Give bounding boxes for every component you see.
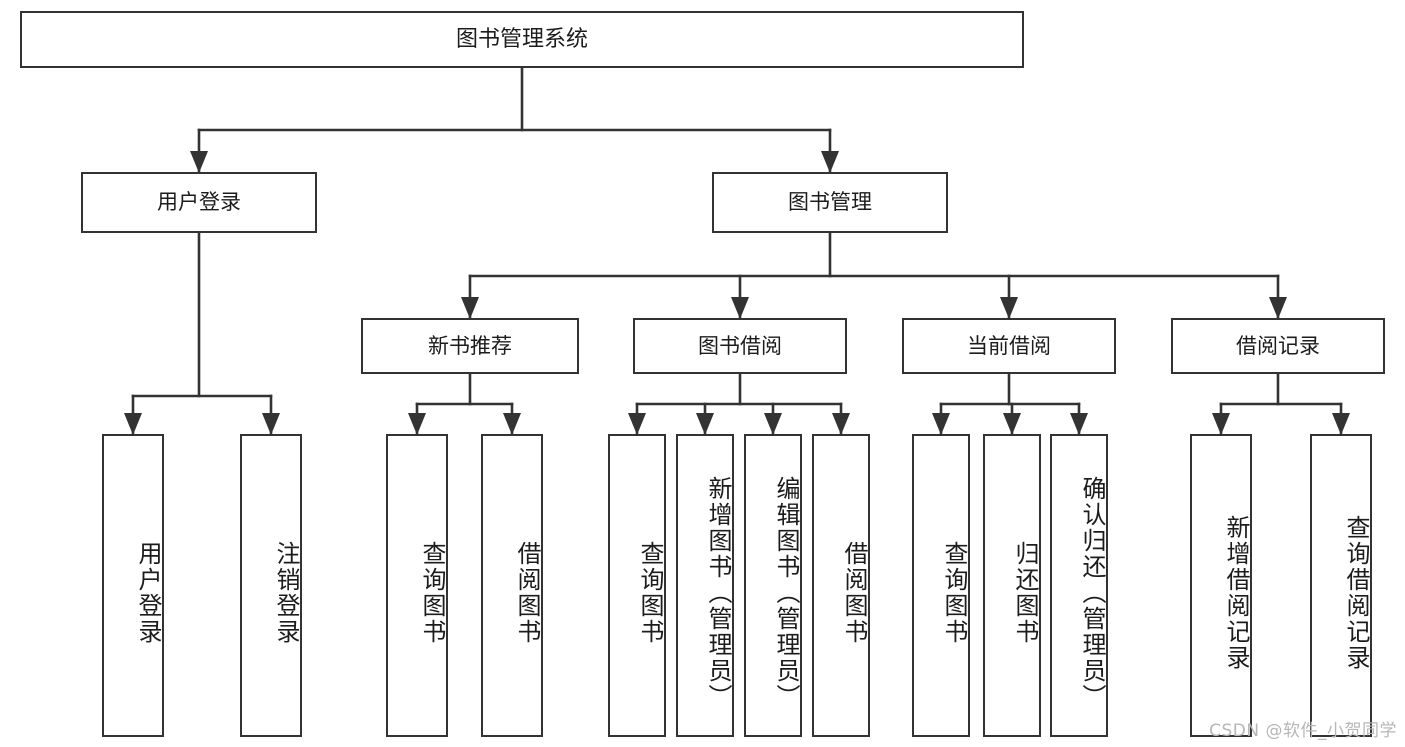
edge-arrowhead (1070, 413, 1088, 435)
watermark-label: CSDN @软件_小贺同学 (1209, 721, 1397, 741)
node-label: 图书管理系统 (455, 26, 588, 52)
node-label: 当前借阅 (967, 333, 1051, 358)
node-label: 用户登录 (157, 190, 241, 215)
node-label: 查询图书 (940, 540, 968, 645)
node-label: 查询图书 (636, 540, 664, 645)
edge-arrowhead (1003, 413, 1021, 435)
node-records[interactable]: 借阅记录 (1171, 318, 1385, 374)
edge-arrowhead (1332, 413, 1350, 435)
node-leaf_new_2[interactable]: 借阅图书 (481, 434, 543, 737)
node-leaf_login_1[interactable]: 用户登录 (102, 434, 164, 737)
edge-arrowhead (1269, 297, 1287, 319)
node-leaf_rec_1[interactable]: 新增借阅记录 (1190, 434, 1252, 737)
edge-arrowhead (190, 151, 208, 173)
node-borrow[interactable]: 图书借阅 (633, 318, 847, 374)
node-bookmgmt[interactable]: 图书管理 (712, 172, 948, 233)
node-label: 新书推荐 (428, 333, 512, 358)
node-label: 注销登录 (272, 540, 300, 645)
node-label: 图书管理 (788, 190, 872, 215)
node-leaf_cur_1[interactable]: 查询图书 (912, 434, 970, 737)
node-leaf_bor_3[interactable]: 编辑图书（管理员） (744, 434, 802, 737)
node-label: 新增图书（管理员） (704, 475, 732, 710)
node-label: 借阅记录 (1236, 333, 1320, 358)
edge-arrowhead (262, 413, 280, 435)
edge-arrowhead (932, 413, 950, 435)
node-current[interactable]: 当前借阅 (902, 318, 1116, 374)
node-leaf_bor_2[interactable]: 新增图书（管理员） (676, 434, 734, 737)
edge-arrowhead (731, 297, 749, 319)
edge-arrowhead (1212, 413, 1230, 435)
node-label: 归还图书 (1011, 540, 1039, 645)
node-leaf_bor_4[interactable]: 借阅图书 (812, 434, 870, 737)
node-leaf_cur_3[interactable]: 确认归还（管理员） (1050, 434, 1108, 737)
node-label: 确认归还（管理员） (1078, 475, 1106, 710)
node-label: 借阅图书 (840, 540, 868, 645)
node-leaf_bor_1[interactable]: 查询图书 (608, 434, 666, 737)
edge-arrowhead (696, 413, 714, 435)
edge-arrowhead (503, 413, 521, 435)
node-label: 查询借阅记录 (1342, 514, 1370, 671)
edge-arrowhead (628, 413, 646, 435)
node-label: 用户登录 (134, 540, 162, 645)
node-newbook[interactable]: 新书推荐 (361, 318, 579, 374)
node-label: 查询图书 (418, 540, 446, 645)
edge-arrowhead (124, 413, 142, 435)
edge-arrowhead (408, 413, 426, 435)
node-leaf_new_1[interactable]: 查询图书 (386, 434, 448, 737)
edge-arrowhead (821, 151, 839, 173)
edge-arrowhead (1000, 297, 1018, 319)
node-leaf_rec_2[interactable]: 查询借阅记录 (1310, 434, 1372, 737)
edge-arrowhead (461, 297, 479, 319)
edge-arrowhead (764, 413, 782, 435)
node-label: 编辑图书（管理员） (772, 475, 800, 710)
node-root[interactable]: 图书管理系统 (20, 11, 1024, 68)
node-label: 新增借阅记录 (1222, 514, 1250, 671)
node-label: 图书借阅 (698, 333, 782, 358)
node-leaf_cur_2[interactable]: 归还图书 (983, 434, 1041, 737)
edge-arrowhead (832, 413, 850, 435)
node-login[interactable]: 用户登录 (81, 172, 317, 233)
node-leaf_login_2[interactable]: 注销登录 (240, 434, 302, 737)
node-label: 借阅图书 (513, 540, 541, 645)
